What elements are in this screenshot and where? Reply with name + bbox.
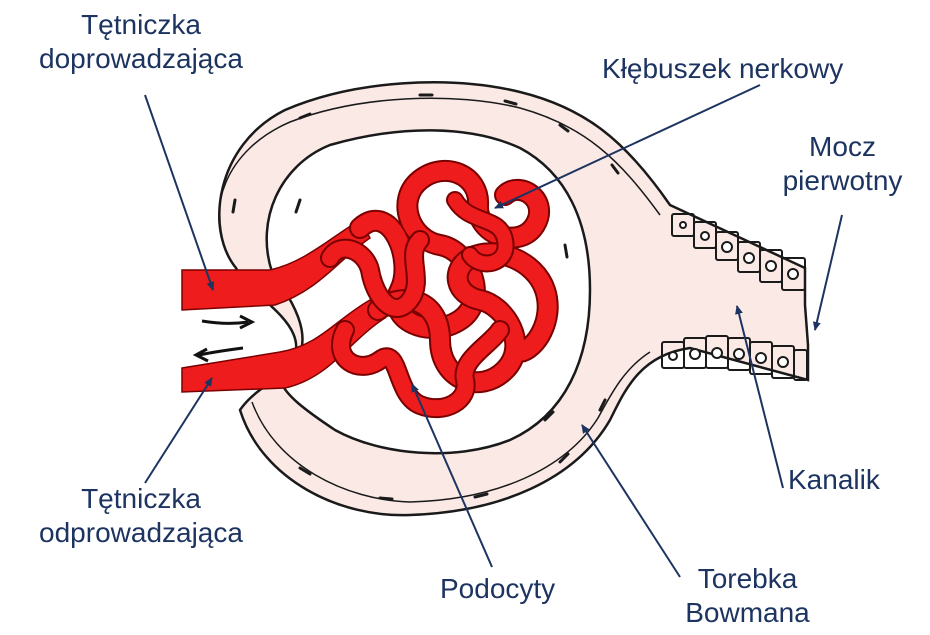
label-primary-urine: Mocz pierwotny <box>760 130 925 198</box>
label-bowman-line2: Bowmana <box>660 596 835 630</box>
label-afferent-line1: Tętniczka <box>6 8 276 42</box>
label-efferent-line1: Tętniczka <box>6 482 276 516</box>
label-glomerulus-text: Kłębuszek nerkowy <box>602 52 843 86</box>
label-podocytes: Podocyty <box>440 572 555 606</box>
leader-efferent <box>145 378 212 483</box>
label-efferent-arteriole: Tętniczka odprowadzająca <box>6 482 276 550</box>
label-tubule-text: Kanalik <box>788 463 880 497</box>
label-glomerulus: Kłębuszek nerkowy <box>602 52 843 86</box>
leader-bowman <box>582 425 680 577</box>
label-afferent-arteriole: Tętniczka doprowadzająca <box>6 8 276 76</box>
arrow-right-icon <box>202 316 252 328</box>
label-tubule: Kanalik <box>788 463 880 497</box>
label-afferent-line2: doprowadzająca <box>6 42 276 76</box>
label-bowman-line1: Torebka <box>660 562 835 596</box>
label-primary-urine-line2: pierwotny <box>760 164 925 198</box>
leader-afferent <box>145 95 213 290</box>
label-bowman-capsule: Torebka Bowmana <box>660 562 835 630</box>
label-efferent-line2: odprowadzająca <box>6 516 276 550</box>
leader-primary-urine <box>815 215 842 330</box>
label-primary-urine-line1: Mocz <box>760 130 925 164</box>
label-podocytes-text: Podocyty <box>440 572 555 606</box>
